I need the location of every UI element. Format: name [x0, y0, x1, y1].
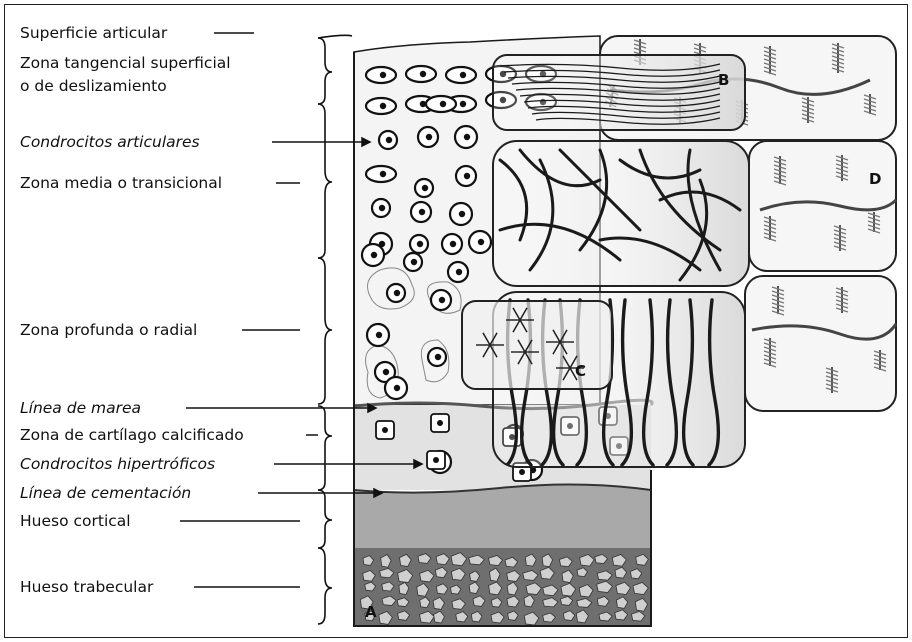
- label-linea-marea: Línea de marea: [20, 398, 141, 419]
- nucleus: [519, 469, 525, 475]
- nucleus: [426, 134, 432, 140]
- panel-letter-d: D: [869, 170, 881, 188]
- label-zona-profunda: Zona profunda o radial: [20, 320, 197, 341]
- panel-b-tangential-fibers: [493, 55, 745, 130]
- nucleus: [420, 71, 426, 77]
- label-hueso-cortical: Hueso cortical: [20, 511, 131, 532]
- label-deslizamiento: o de deslizamiento: [20, 76, 167, 97]
- nucleus: [422, 185, 428, 191]
- panel-letter-b: B: [718, 71, 729, 89]
- nucleus: [379, 205, 385, 211]
- cortical-bone-layer: [354, 484, 651, 548]
- nucleus: [464, 134, 470, 140]
- label-superficie-articular: Superficie articular: [20, 23, 167, 44]
- nucleus: [460, 72, 466, 78]
- panel-letter-c: C: [575, 362, 586, 380]
- label-zona-media: Zona media o transicional: [20, 173, 222, 194]
- nucleus: [371, 252, 377, 258]
- brace-cortical: [318, 490, 332, 548]
- nucleus: [464, 173, 470, 179]
- nucleus: [439, 297, 445, 303]
- nucleus: [419, 209, 425, 215]
- label-linea-cementacion: Línea de cementación: [20, 483, 191, 504]
- brace-media: [318, 104, 332, 258]
- panel-transitional-fibers: [493, 141, 749, 286]
- nucleus: [460, 101, 466, 107]
- brace-trabecular: [318, 548, 332, 624]
- nucleus: [376, 332, 382, 338]
- nucleus: [450, 241, 456, 247]
- brace-superficie: [318, 35, 352, 38]
- nucleus: [382, 427, 388, 433]
- label-condrocitos-articulares: Condrocitos articulares: [20, 132, 200, 153]
- panel-c-collagen-network: [462, 301, 612, 389]
- nucleus: [435, 354, 441, 360]
- nucleus: [411, 259, 417, 265]
- nucleus: [380, 72, 386, 78]
- nucleus: [394, 290, 400, 296]
- nucleus: [383, 369, 389, 375]
- label-zona-calcificado: Zona de cartílago calcificado: [20, 425, 244, 446]
- nucleus: [380, 171, 386, 177]
- nucleus: [459, 211, 465, 217]
- nucleus: [478, 239, 484, 245]
- nucleus: [417, 241, 423, 247]
- nucleus: [380, 103, 386, 109]
- nucleus: [433, 457, 439, 463]
- nucleus: [437, 420, 443, 426]
- zone-braces: [318, 35, 352, 624]
- brace-calcificado: [318, 406, 332, 490]
- panel-letter-a: A: [365, 603, 377, 621]
- label-condrocitos-hipertroficos: Condrocitos hipertróficos: [20, 454, 215, 475]
- label-hueso-trabecular: Hueso trabecular: [20, 577, 153, 598]
- nucleus: [386, 137, 392, 143]
- brace-tangencial: [318, 38, 332, 104]
- label-zona-tangencial: Zona tangencial superficial: [20, 53, 231, 74]
- nucleus: [456, 269, 462, 275]
- nucleus: [440, 101, 446, 107]
- nucleus: [394, 385, 400, 391]
- brace-profunda: [318, 258, 332, 404]
